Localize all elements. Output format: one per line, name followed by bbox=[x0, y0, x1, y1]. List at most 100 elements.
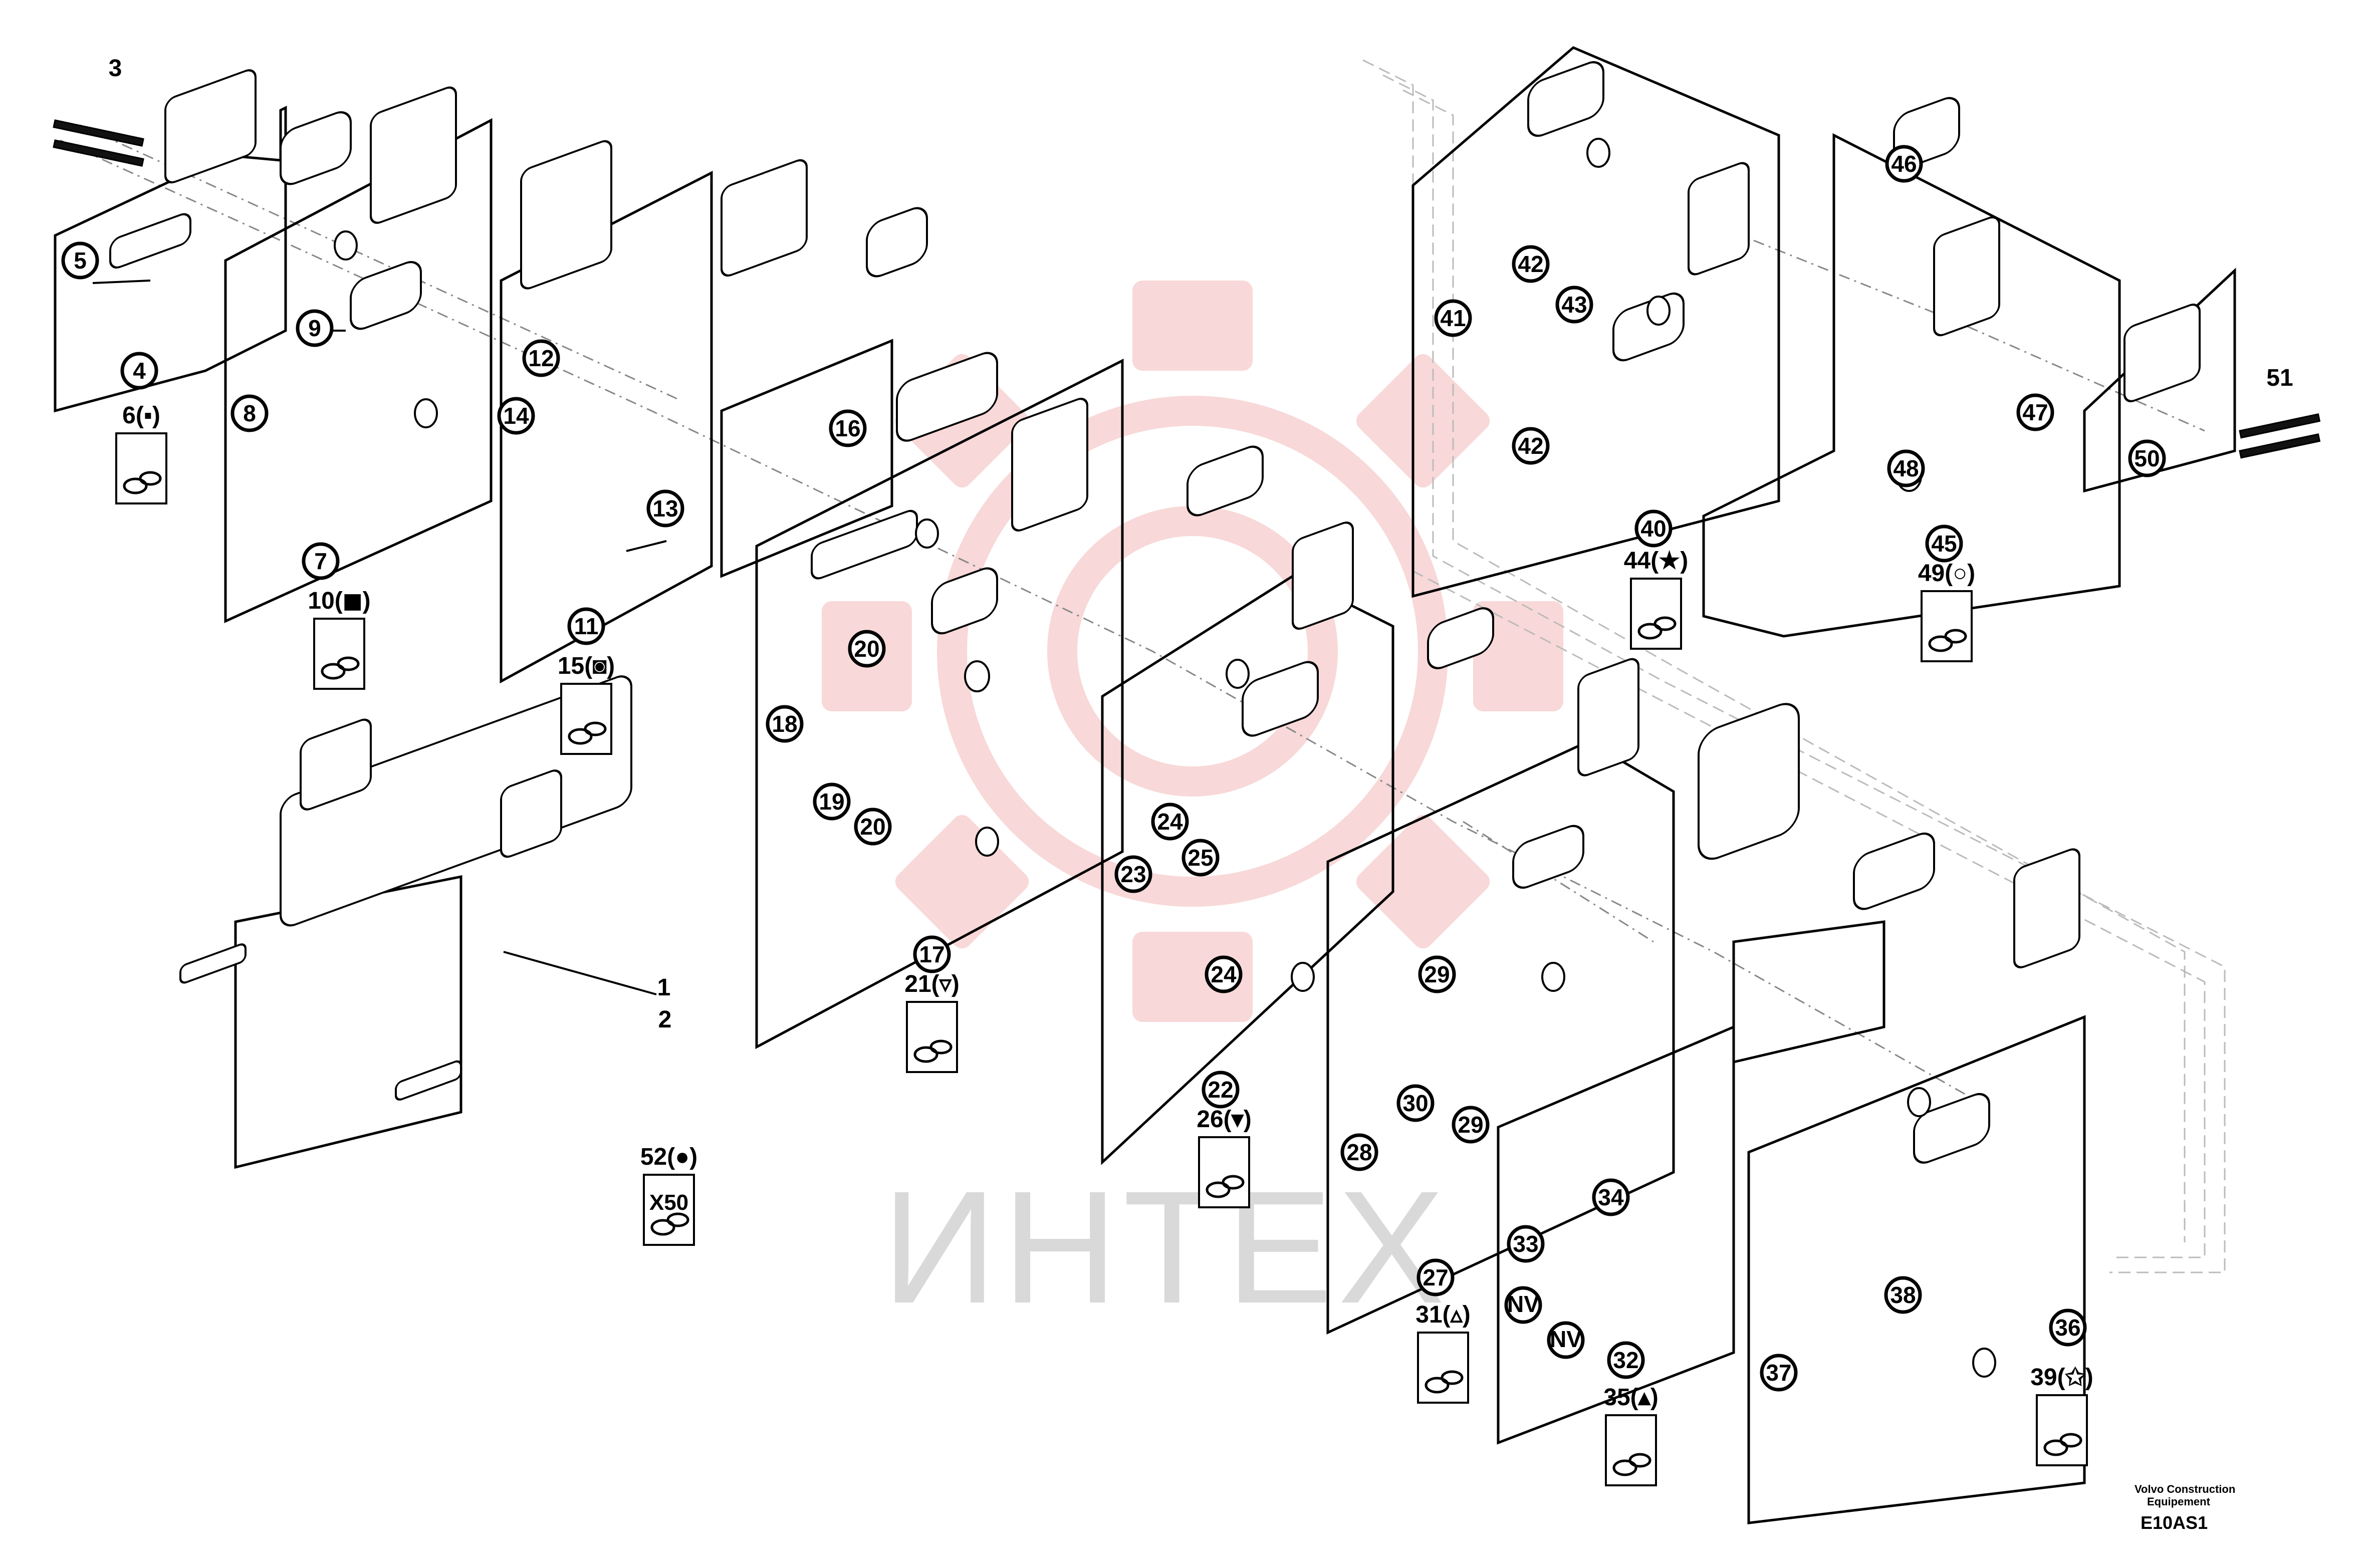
plain-number-text: 51 bbox=[2266, 365, 2293, 391]
seal-bag-icon bbox=[1417, 1332, 1469, 1404]
callout-29: 29 bbox=[1418, 955, 1456, 993]
o-ring-icon bbox=[1441, 1370, 1464, 1385]
seal-kit: 52(●)X50 bbox=[640, 1144, 697, 1246]
callout-number: 46 bbox=[1891, 151, 1917, 177]
callout-number: 50 bbox=[2134, 445, 2160, 471]
callout-circle bbox=[1760, 1354, 1798, 1392]
callout-24: 24 bbox=[1151, 803, 1189, 841]
callout-46: 46 bbox=[1885, 145, 1923, 183]
callout-33: 33 bbox=[1507, 1225, 1545, 1263]
callout-circle bbox=[1884, 1276, 1922, 1314]
callout-circle bbox=[230, 394, 269, 432]
o-ring-icon bbox=[321, 663, 346, 680]
callout-number: 29 bbox=[1424, 961, 1450, 987]
nv-circle bbox=[1504, 1286, 1542, 1324]
callout-number: 16 bbox=[835, 415, 860, 441]
seal-kit-label: 44(★) bbox=[1624, 548, 1688, 574]
seal-kit-label: 31(▵) bbox=[1415, 1301, 1470, 1328]
callout-number: 38 bbox=[1890, 1282, 1916, 1308]
callout-circle bbox=[813, 782, 851, 821]
callout-34: 34 bbox=[1592, 1178, 1630, 1216]
callout-number: 30 bbox=[1402, 1090, 1428, 1116]
o-ring-icon bbox=[337, 656, 360, 671]
callout-number: 27 bbox=[1423, 1264, 1448, 1290]
callout-45: 45 bbox=[1925, 525, 1963, 563]
callout-number: 18 bbox=[772, 711, 797, 737]
footer-code: E10AS1 bbox=[2141, 1512, 2208, 1533]
plain-number-text: 3 bbox=[109, 55, 122, 82]
nv-label-group: NV NV bbox=[1504, 1286, 1585, 1359]
seal-kit-label: 21(▿) bbox=[904, 971, 959, 997]
callout-number: 7 bbox=[314, 548, 327, 574]
callout-number: 19 bbox=[819, 789, 844, 815]
seal-kit: 26(▾) bbox=[1197, 1106, 1252, 1208]
watermark-text: ИНТЕХ bbox=[882, 1157, 1450, 1337]
callout-number: 17 bbox=[919, 941, 944, 967]
seal-bag-icon bbox=[1921, 590, 1973, 662]
seal-kit: 49(○) bbox=[1918, 560, 1975, 662]
callout-circle bbox=[848, 630, 886, 668]
callout-4: 4 bbox=[120, 352, 158, 390]
callout-number: 42 bbox=[1518, 433, 1543, 459]
seal-kit: 44(★) bbox=[1624, 548, 1688, 650]
seal-bag-icon bbox=[560, 683, 612, 755]
seal-bag-icon bbox=[115, 432, 167, 504]
callout-38: 38 bbox=[1884, 1276, 1922, 1314]
callout-number: 37 bbox=[1766, 1360, 1791, 1386]
plain-number-text: 1 bbox=[657, 974, 671, 1001]
callout-number: 41 bbox=[1440, 305, 1466, 331]
seal-kit-label: 39(✩) bbox=[2030, 1364, 2093, 1391]
callout-number: 25 bbox=[1188, 845, 1213, 871]
o-ring-icon bbox=[929, 1039, 953, 1055]
callout-circle bbox=[1340, 1133, 1378, 1171]
o-ring-icon bbox=[2059, 1433, 2082, 1448]
callout-number: 29 bbox=[1458, 1112, 1483, 1138]
plain-number-group: 3 12 51 bbox=[109, 55, 2293, 1033]
callout-number: 22 bbox=[1208, 1077, 1233, 1103]
callout-circle bbox=[1885, 145, 1923, 183]
callout-circle bbox=[1555, 286, 1593, 324]
callout-circle bbox=[120, 352, 158, 390]
callout-number: 45 bbox=[1931, 531, 1957, 557]
callout-circle bbox=[1512, 245, 1550, 283]
o-ring-icon bbox=[139, 471, 162, 486]
nv-text: NV bbox=[1507, 1291, 1539, 1317]
callout-12: 12 bbox=[522, 339, 560, 377]
callout-23: 23 bbox=[1114, 855, 1152, 893]
callout-number: 23 bbox=[1120, 861, 1146, 887]
seal-kit-label: 26(▾) bbox=[1197, 1106, 1251, 1133]
callout-number: 48 bbox=[1893, 455, 1919, 481]
callout-number: 24 bbox=[1157, 809, 1183, 835]
seal-bag-icon bbox=[1630, 578, 1682, 650]
callout-13: 13 bbox=[646, 489, 684, 528]
callout-8: 8 bbox=[230, 394, 269, 432]
nv-label: NV bbox=[1547, 1321, 1585, 1359]
callout-circle bbox=[2128, 439, 2166, 477]
callout-30: 30 bbox=[1396, 1084, 1435, 1122]
callout-5: 5 bbox=[61, 241, 99, 280]
seal-bag-icon bbox=[1198, 1136, 1250, 1208]
callout-48: 48 bbox=[1887, 449, 1925, 487]
seal-bag-icon bbox=[313, 618, 365, 690]
callout-9: 9 bbox=[296, 309, 334, 347]
callout-circle bbox=[567, 607, 605, 645]
seal-kit: 39(✩) bbox=[2030, 1364, 2093, 1466]
callout-17: 17 bbox=[913, 935, 951, 973]
callout-18: 18 bbox=[766, 705, 804, 743]
nv-circle bbox=[1547, 1321, 1585, 1359]
callout-circle bbox=[296, 309, 334, 347]
seal-bag-icon bbox=[2036, 1394, 2088, 1466]
callout-circle bbox=[61, 241, 99, 280]
callout-32: 32 bbox=[1607, 1341, 1645, 1379]
o-ring-icon bbox=[1612, 1459, 1637, 1476]
callout-20: 20 bbox=[848, 630, 886, 668]
callout-group: 5489121413161171819202017232425242228293… bbox=[61, 145, 2166, 1392]
callout-number: 36 bbox=[2055, 1315, 2080, 1341]
plain-number-1: 1 bbox=[657, 974, 671, 1001]
o-ring-icon bbox=[1928, 635, 1953, 652]
seal-kit-label: 52(●) bbox=[640, 1144, 697, 1170]
seal-kit-label: 35(▴) bbox=[1603, 1384, 1658, 1411]
callout-circle bbox=[1205, 955, 1243, 993]
callout-37: 37 bbox=[1760, 1354, 1798, 1392]
callout-16: 16 bbox=[829, 409, 867, 447]
